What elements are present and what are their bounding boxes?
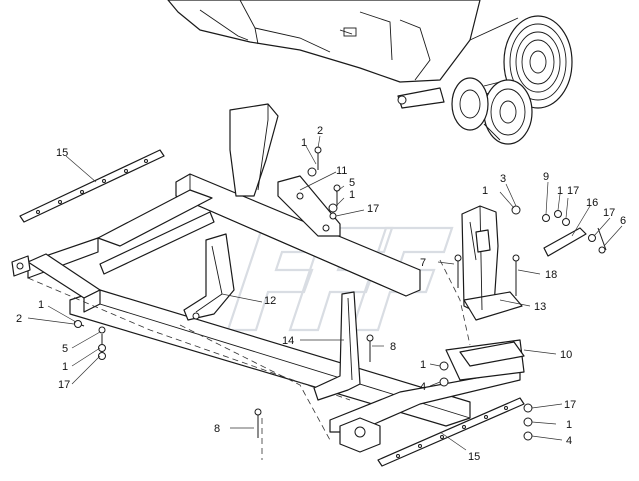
callout-1-b: 1	[349, 189, 355, 201]
callout-17-e: 17	[564, 399, 576, 411]
callout-1-h: 1	[566, 419, 572, 431]
callout-6: 6	[620, 215, 626, 227]
callout-8-a: 8	[390, 341, 396, 353]
callout-1-c: 1	[482, 185, 488, 197]
upright-bracket-11	[229, 103, 341, 237]
callout-14: 14	[282, 335, 294, 347]
callout-1-g: 1	[420, 359, 426, 371]
callout-5-b: 5	[62, 343, 68, 355]
engine-housing	[167, 0, 481, 83]
callout-5-a: 5	[349, 177, 355, 189]
upright-bracket-14	[313, 291, 361, 401]
leader-lines	[27, 135, 623, 451]
callout-8-b: 8	[214, 423, 220, 435]
callout-16: 16	[586, 197, 598, 209]
callout-17-b: 17	[567, 185, 579, 197]
callout-13: 13	[534, 301, 546, 313]
link-16	[543, 227, 587, 257]
callout-18: 18	[545, 269, 557, 281]
callout-15-top: 15	[56, 147, 68, 159]
callout-9: 9	[543, 171, 549, 183]
callout-2-a: 2	[317, 125, 323, 137]
callout-3: 3	[500, 173, 506, 185]
callout-1-a: 1	[301, 137, 307, 149]
callout-4-a: 4	[420, 381, 426, 393]
callout-10: 10	[560, 349, 572, 361]
callout-1-f: 1	[62, 361, 68, 373]
callout-17-a: 17	[367, 203, 379, 215]
foot-plate-10	[459, 341, 525, 367]
callout-7: 7	[420, 257, 426, 269]
callout-1-e: 1	[38, 299, 44, 311]
callout-2-b: 2	[16, 313, 22, 325]
callout-17-c: 17	[603, 207, 615, 219]
callout-12: 12	[264, 295, 276, 307]
callout-15-bottom: 15	[468, 451, 480, 463]
idler-pulley	[397, 77, 533, 145]
callout-4-b: 4	[566, 435, 572, 447]
support-post-13	[461, 205, 523, 321]
flat-bar-15-top	[19, 149, 165, 223]
main-frame	[11, 173, 525, 460]
bracket-12	[183, 233, 235, 321]
callout-11: 11	[336, 165, 347, 177]
callout-labels: 15 1 2 11 5 1 17 1 3 9 1 17 16 17 6 7 18…	[16, 125, 626, 463]
hardware-bolts-nuts-washers	[73, 146, 607, 441]
callout-1-d: 1	[557, 185, 563, 197]
flat-bar-15-bottom	[377, 397, 525, 467]
callout-17-d: 17	[58, 379, 70, 391]
